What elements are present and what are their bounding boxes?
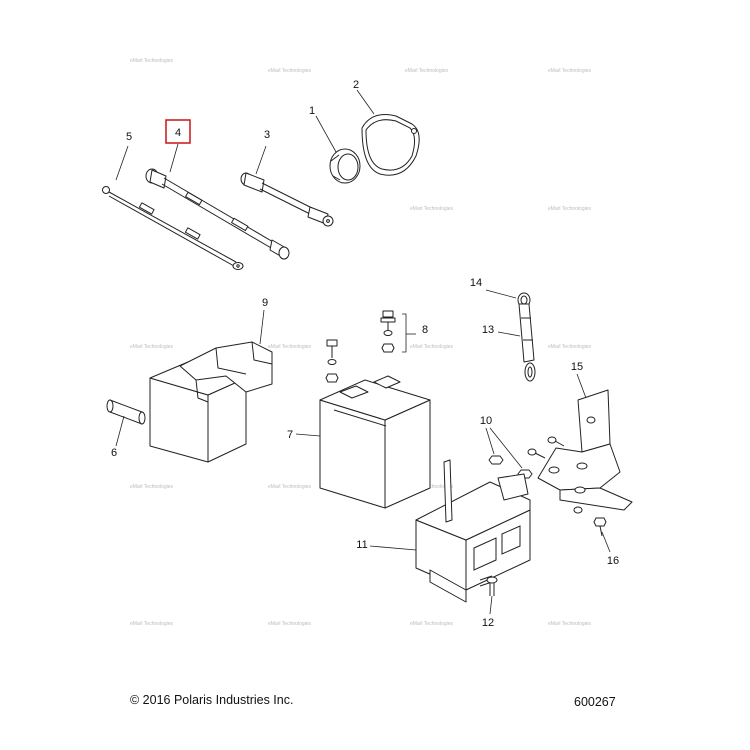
leader-16	[601, 531, 611, 553]
part-11-battery-tray	[415, 459, 531, 603]
watermark: eMarl Technologies	[405, 68, 448, 74]
callout-1[interactable]: 1	[309, 105, 315, 117]
callout-8[interactable]: 8	[422, 324, 428, 336]
callout-11[interactable]: 11	[356, 539, 367, 551]
callout-9[interactable]: 9	[262, 297, 268, 309]
watermark: eMarl Technologies	[410, 206, 453, 212]
watermark-layer: eMarl Technologies eMarl Technologies eM…	[130, 58, 591, 627]
callout-15[interactable]: 15	[571, 361, 583, 373]
part-1-strap	[329, 148, 361, 184]
part-2-strap-loop	[361, 114, 420, 176]
part-7-battery	[319, 375, 431, 509]
copyright-text: © 2016 Polaris Industries Inc.	[130, 693, 294, 707]
callout-14[interactable]: 14	[470, 277, 482, 289]
leader-10a	[485, 427, 495, 455]
watermark: eMarl Technologies	[548, 68, 591, 74]
watermark: eMarl Technologies	[130, 344, 173, 350]
part-6-foam-pad	[106, 399, 146, 425]
part-10-nuts	[488, 455, 533, 479]
leader-11	[369, 545, 417, 551]
leader-8-bracket	[402, 313, 407, 353]
leader-10b	[489, 427, 523, 469]
part-3-short-cable	[240, 172, 334, 227]
part-12-bolt	[486, 576, 498, 596]
callout-7[interactable]: 7	[287, 429, 293, 441]
leader-5	[115, 145, 129, 181]
callout-5[interactable]: 5	[126, 131, 132, 143]
watermark: eMarl Technologies	[268, 344, 311, 350]
leader-13	[497, 331, 521, 337]
part-4-positive-cable	[145, 168, 290, 260]
leader-15	[576, 373, 587, 399]
leader-1	[315, 115, 337, 153]
callout-6[interactable]: 6	[111, 447, 117, 459]
callout-3[interactable]: 3	[264, 129, 270, 141]
watermark: eMarl Technologies	[130, 58, 173, 64]
leader-12	[489, 595, 493, 615]
callout-13[interactable]: 13	[482, 324, 494, 336]
watermark: eMarl Technologies	[410, 621, 453, 627]
callout-16[interactable]: 16	[607, 555, 619, 567]
leader-9	[259, 309, 265, 345]
callout-12[interactable]: 12	[482, 617, 494, 629]
leader-14	[485, 289, 517, 299]
watermark: eMarl Technologies	[410, 344, 453, 350]
diagram-number: 600267	[574, 695, 616, 709]
callout-4-highlight	[165, 119, 191, 144]
leader-7	[295, 433, 321, 437]
part-9-battery-cover	[149, 341, 273, 463]
leader-lines	[115, 89, 611, 615]
part-5-negative-cable	[102, 186, 244, 270]
leader-3	[255, 145, 267, 175]
watermark: eMarl Technologies	[268, 621, 311, 627]
part-13-rubber-strap	[518, 303, 536, 382]
watermark: eMarl Technologies	[548, 621, 591, 627]
watermark: eMarl Technologies	[410, 484, 453, 490]
callout-4[interactable]: 4	[175, 127, 181, 139]
watermark: eMarl Technologies	[268, 484, 311, 490]
leader-6	[115, 415, 125, 447]
leader-2	[356, 89, 375, 115]
watermark: eMarl Technologies	[130, 484, 173, 490]
bracket-bolts	[527, 436, 583, 514]
watermark: eMarl Technologies	[548, 344, 591, 350]
callout-10[interactable]: 10	[480, 415, 492, 427]
callout-2[interactable]: 2	[353, 79, 359, 91]
callouts: 5 4 3 1 2 9 6 7 8 14 13 15 10 11 12 16	[111, 79, 619, 629]
watermark: eMarl Technologies	[268, 68, 311, 74]
part-15-mount-bracket	[537, 389, 633, 511]
part-16-bolt	[593, 517, 607, 537]
watermark: eMarl Technologies	[548, 206, 591, 212]
part-8-terminal-bolts	[325, 310, 396, 383]
watermark: eMarl Technologies	[130, 621, 173, 627]
leader-4	[169, 143, 179, 173]
